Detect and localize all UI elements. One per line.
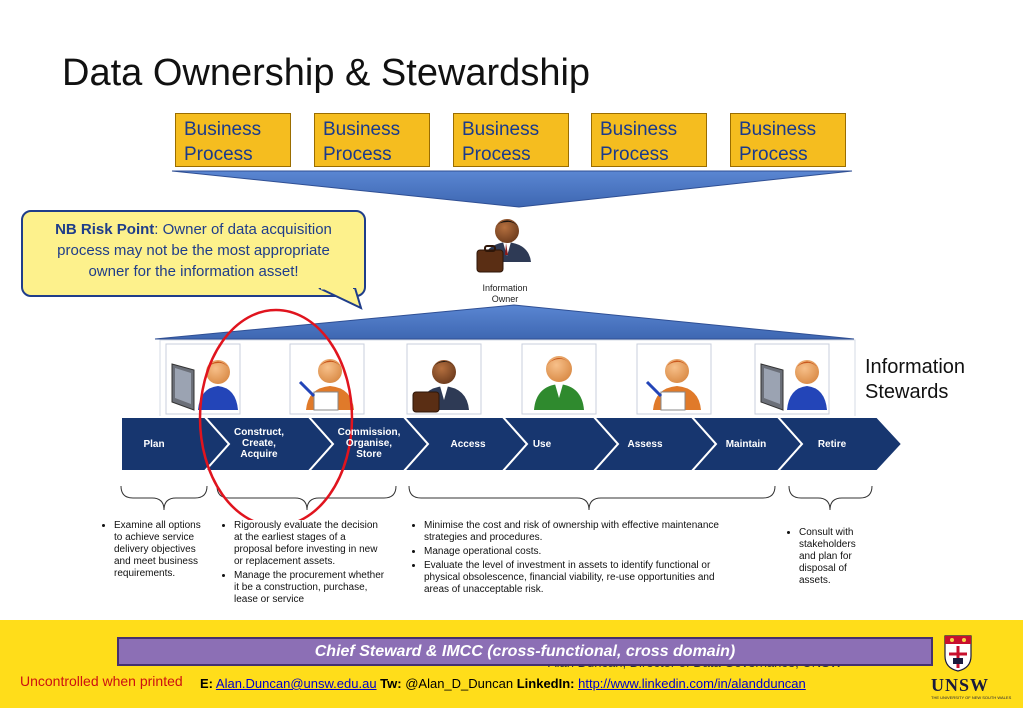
callout-text: : Owner of data acquisition process may … — [57, 221, 332, 280]
brace-construct — [216, 485, 397, 511]
stage-label-text: Use — [532, 439, 552, 450]
information-stewards-label: Information Stewards — [865, 355, 965, 405]
brace-retire — [788, 485, 873, 511]
linkedin-label: LinkedIn: — [516, 676, 575, 691]
business-process-label: Process — [739, 144, 808, 165]
stage-label-access: Access — [438, 439, 498, 450]
bullet-group-operate: Minimise the cost and risk of ownership … — [410, 520, 735, 612]
business-process-box: Business Process — [730, 113, 846, 167]
uncontrolled-notice: Uncontrolled when printed — [20, 673, 183, 689]
stage-label-text: Organise, — [345, 438, 393, 449]
unsw-logo-subtext: THE UNIVERSITY OF NEW SOUTH WALES — [931, 695, 1012, 700]
risk-callout: NB Risk Point: Owner of data acquisition… — [21, 210, 366, 297]
stage-label-text: Store — [356, 449, 382, 460]
stage-retire — [775, 416, 904, 472]
stage-label-text: Acquire — [240, 449, 278, 460]
information-owner-label: Information — [482, 283, 527, 293]
stage-label-text: Plan — [143, 439, 165, 450]
brace-operate — [408, 485, 776, 511]
bullet-item: Manage operational costs. — [424, 546, 735, 558]
business-process-box: Business Process — [175, 113, 291, 167]
bullet-group-plan: Examine all options to achieve service d… — [100, 520, 202, 636]
chief-steward-bar: Chief Steward & IMCC (cross-functional, … — [117, 637, 933, 666]
lifecycle-stages — [120, 416, 904, 472]
stage-label-maintain: Maintain — [716, 439, 776, 450]
information-owner-label: Owner — [492, 294, 519, 304]
business-process-label: Business — [739, 119, 817, 140]
stage-label-construct: Construct, Create, Acquire — [228, 427, 290, 460]
stewards-label-line: Information — [865, 356, 966, 378]
stage-label-commission: Commission, Organise, Store — [330, 427, 408, 460]
stage-label-plan: Plan — [130, 439, 178, 450]
stage-label-retire: Retire — [806, 439, 858, 450]
business-process-label: Business — [323, 119, 401, 140]
stewards-frame — [159, 339, 856, 420]
bullet-group-construct: Rigorously evaluate the decision at the … — [220, 520, 385, 634]
linkedin-link[interactable]: http://www.linkedin.com/in/alandduncan — [578, 676, 806, 691]
green-person-icon — [521, 343, 597, 415]
computer-user-icon — [754, 343, 830, 415]
stage-label-assess: Assess — [621, 439, 669, 450]
business-process-box: Business Process — [314, 113, 430, 167]
email-link[interactable]: Alan.Duncan@unsw.edu.au — [215, 676, 377, 691]
bullet-item: Rigorously evaluate the decision at the … — [234, 520, 385, 568]
bullet-item: Manage the procurement whether it be a c… — [234, 570, 385, 606]
business-process-label: Business — [184, 119, 262, 140]
twitter-label: Tw: — [380, 676, 402, 691]
bullet-item: Evaluate the level of investment in asse… — [424, 560, 735, 596]
bullet-item: Minimise the cost and risk of ownership … — [424, 520, 735, 544]
stage-label-text: Maintain — [725, 439, 767, 450]
stage-label-text: Access — [450, 439, 486, 450]
stewards-label-line: Stewards — [865, 381, 949, 403]
bullet-item: Consult with stakeholders and plan for d… — [799, 527, 875, 587]
stage-label-text: Commission, — [337, 427, 401, 438]
writing-person-icon — [289, 343, 365, 415]
business-process-label: Business — [462, 119, 540, 140]
stage-label-text: Retire — [817, 439, 847, 450]
business-process-box: Business Process — [453, 113, 569, 167]
bullet-group-retire: Consult with stakeholders and plan for d… — [785, 527, 875, 597]
stage-label-text: Construct, — [234, 427, 284, 438]
page-title: Data Ownership & Stewardship — [62, 52, 591, 94]
business-process-label: Process — [184, 144, 253, 165]
twitter-handle: @Alan_D_Duncan — [405, 676, 514, 691]
stage-label-use: Use — [527, 439, 557, 450]
business-process-funnel — [171, 170, 853, 208]
contact-line: E: Alan.Duncan@unsw.edu.au Tw: @Alan_D_D… — [200, 676, 806, 691]
businessman-briefcase-icon — [476, 219, 531, 273]
business-process-label: Process — [462, 144, 531, 165]
brace-plan — [120, 485, 208, 511]
computer-user-icon — [165, 343, 241, 415]
writing-person-icon — [636, 343, 712, 415]
callout-tail — [318, 288, 363, 310]
unsw-logo-text: UNSW — [931, 675, 990, 695]
stewards-roof — [154, 304, 855, 340]
bullet-item: Examine all options to achieve service d… — [114, 520, 202, 580]
stage-label-text: Assess — [627, 439, 663, 450]
business-process-label: Process — [323, 144, 392, 165]
callout-heading: NB Risk Point — [55, 221, 155, 238]
business-process-label: Process — [600, 144, 669, 165]
email-label: E: — [200, 676, 213, 691]
businessman-briefcase-icon — [406, 343, 482, 415]
business-process-label: Business — [600, 119, 678, 140]
unsw-crest-icon — [944, 635, 972, 672]
stage-label-text: Create, — [242, 438, 276, 449]
business-process-box: Business Process — [591, 113, 707, 167]
